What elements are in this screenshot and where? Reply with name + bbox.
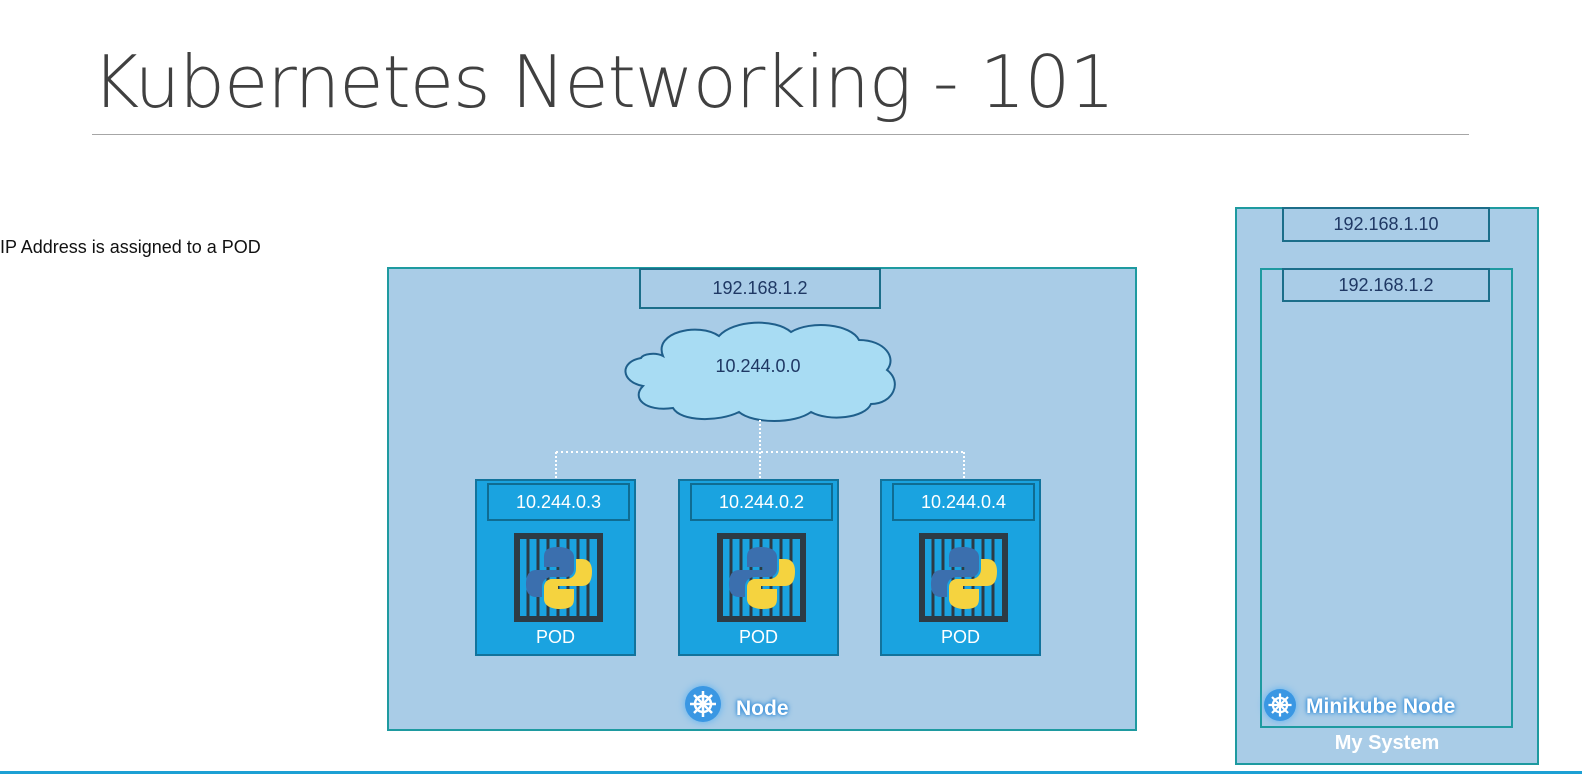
network-connectors <box>555 420 965 480</box>
minikube-ip: 192.168.1.2 <box>1338 274 1434 295</box>
python-container-icon <box>919 533 1008 622</box>
pod-card: 10.244.0.3 POD <box>475 479 636 656</box>
minikube-node-label: Minikube Node <box>1306 695 1456 718</box>
pod-card: 10.244.0.4 POD <box>880 479 1041 656</box>
my-system-label: My System <box>1334 732 1440 754</box>
title-divider <box>92 134 1469 135</box>
pod-ip: 10.244.0.2 <box>690 483 833 521</box>
side-note: IP Address is assigned to a POD <box>0 237 261 257</box>
node-ip-box: 192.168.1.2 <box>639 268 881 309</box>
bottom-accent-line <box>0 771 1582 774</box>
node-label: Node <box>736 697 789 720</box>
node-ip: 192.168.1.2 <box>712 278 808 298</box>
pod-ip: 10.244.0.4 <box>892 483 1035 521</box>
pod-card: 10.244.0.2 POD <box>678 479 839 656</box>
pod-label: POD <box>940 627 980 647</box>
pod-label: POD <box>535 627 575 647</box>
host-ip-box: 192.168.1.10 <box>1282 207 1490 242</box>
kubernetes-helm-icon <box>685 686 721 722</box>
python-container-icon <box>514 533 603 622</box>
minikube-node-box <box>1260 268 1513 728</box>
network-cloud-icon <box>624 321 896 422</box>
kubernetes-helm-icon <box>1264 689 1296 721</box>
network-label: 10.244.0.0 <box>715 356 801 376</box>
minikube-ip-box: 192.168.1.2 <box>1282 268 1490 302</box>
slide-title: Kubernetes Networking - 101 <box>92 40 1115 124</box>
python-container-icon <box>717 533 806 622</box>
host-ip: 192.168.1.10 <box>1333 214 1439 234</box>
pod-ip: 10.244.0.3 <box>487 483 630 521</box>
pod-label: POD <box>738 627 778 647</box>
